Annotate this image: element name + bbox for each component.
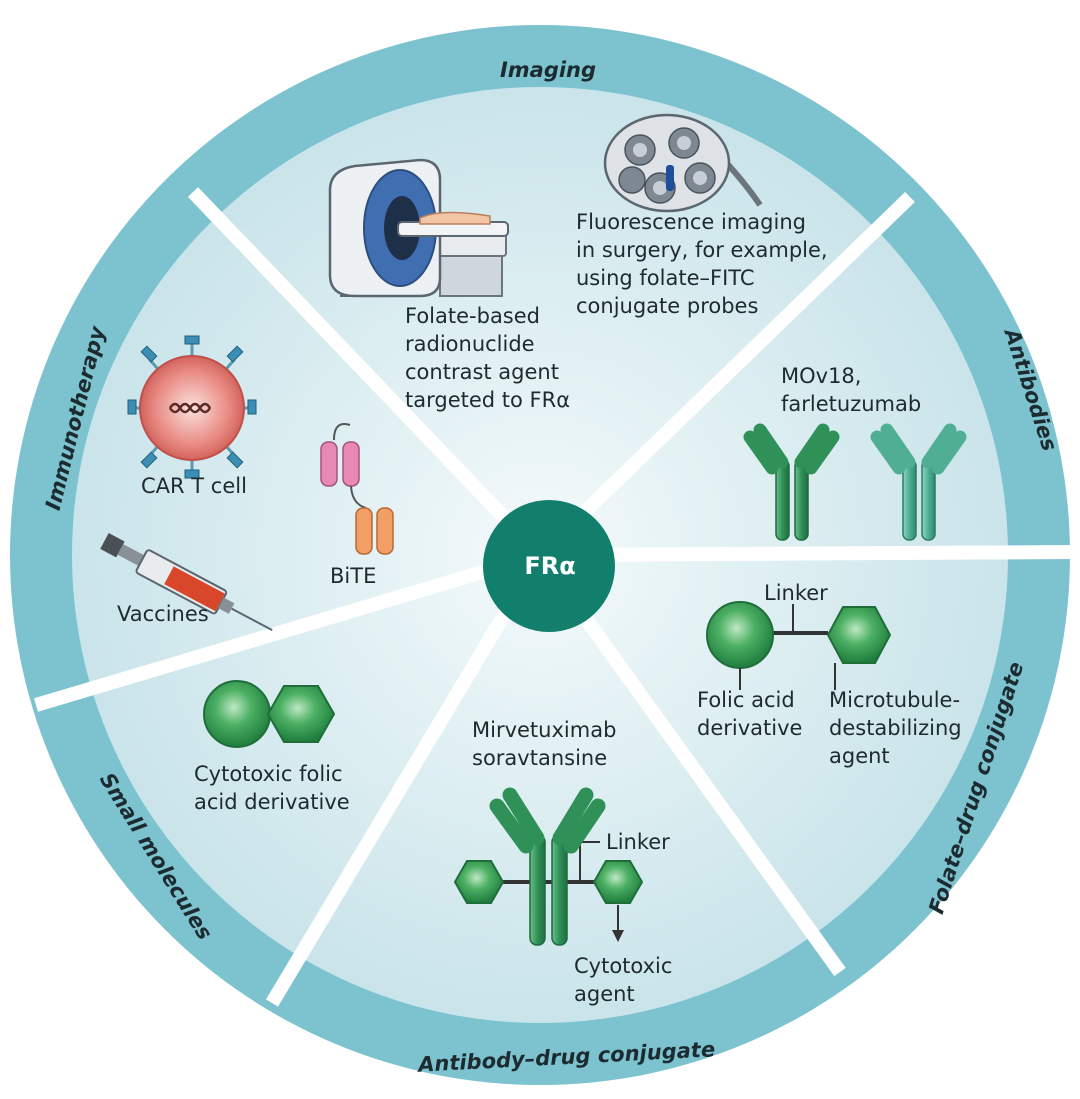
cytotoxic-folic-acid-label: Cytotoxic folic acid derivative [194,762,350,814]
car-t-cell-icon [127,335,257,479]
antibody-farletuzumab-icon [870,423,967,541]
cytotoxic-folic-acid-icon [203,680,336,748]
car-t-cell-label: CAR T cell [141,474,247,498]
sector-separators [34,187,1076,1007]
vaccines-label: Vaccines [117,602,209,626]
bite-molecule-icon [320,423,394,555]
antibody-drug-conjugate-icon [453,787,644,946]
linker-label-fdc: Linker [764,581,828,605]
linker-label-adc: Linker [606,830,670,854]
antibody-names-label: MOv18, farletuzumab [781,364,922,416]
folate-radionuclide-label: Folate-based radionuclide contrast agent… [405,304,571,412]
center-frα-circle [483,500,615,632]
sector-title-imaging: Imaging [500,58,596,82]
surgical-lamp-icon [603,113,763,213]
bite-label: BiTE [330,564,377,588]
cytotoxic-agent-label: Cytotoxic agent [574,954,673,1006]
center-frα-label: FRα [524,552,576,580]
antibody-mov18-icon [743,423,840,541]
microtubule-agent-label: Microtubule- destabilizing agent [829,688,962,768]
pet-ct-scanner-icon [328,158,509,298]
folate-drug-conjugate-icon [706,601,892,690]
folic-acid-derivative-label: Folic acid derivative [697,688,803,740]
fluorescence-imaging-label: Fluorescence imaging in surgery, for exa… [576,210,828,318]
vaccine-syringe-icon [100,533,273,632]
mirvetuximab-label: Mirvetuximab soravtansine [472,718,617,770]
